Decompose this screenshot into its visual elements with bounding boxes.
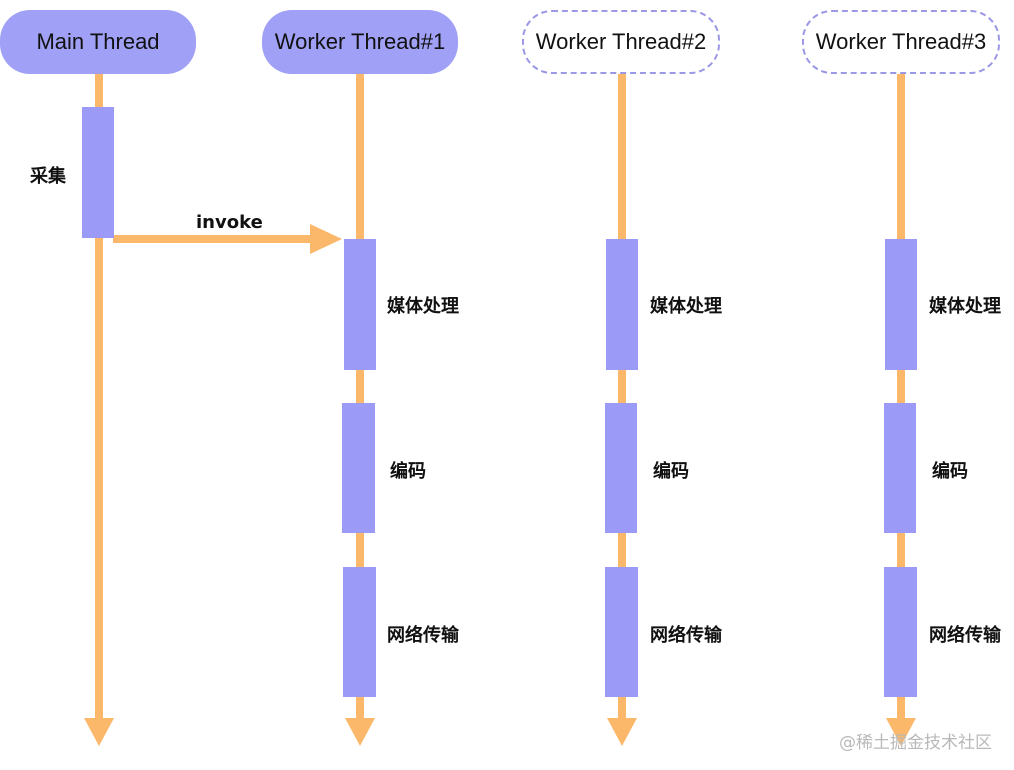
worker-thread-2-header: Worker Thread#2 xyxy=(522,10,720,74)
main-thread-header: Main Thread xyxy=(0,10,196,74)
worker-thread-1-header: Worker Thread#1 xyxy=(262,10,458,74)
worker-2-encode-block xyxy=(605,403,637,533)
worker-1-media-label: 媒体处理 xyxy=(387,296,459,317)
worker-3-media-block xyxy=(885,239,917,370)
invoke-arrow xyxy=(113,224,342,254)
worker-2-network-label: 网络传输 xyxy=(650,625,722,646)
worker-3-network-label: 网络传输 xyxy=(929,625,1001,646)
lifeline-worker-3 xyxy=(886,74,916,746)
lifeline-worker-2 xyxy=(607,74,637,746)
worker-thread-3-header: Worker Thread#3 xyxy=(802,10,1000,74)
lifeline-main xyxy=(84,74,114,746)
main-collect-block xyxy=(82,107,114,238)
worker-2-media-block xyxy=(606,239,638,370)
collect-label: 采集 xyxy=(30,166,66,187)
worker-2-encode-label: 编码 xyxy=(653,461,689,482)
worker-1-network-block xyxy=(343,567,376,697)
invoke-label: invoke xyxy=(196,212,263,233)
worker-1-network-label: 网络传输 xyxy=(387,625,459,646)
worker-3-network-block xyxy=(884,567,917,697)
worker-1-encode-block xyxy=(342,403,375,533)
lifeline-worker-1 xyxy=(345,74,375,746)
worker-2-media-label: 媒体处理 xyxy=(650,296,722,317)
worker-2-network-block xyxy=(605,567,638,697)
worker-1-encode-label: 编码 xyxy=(390,461,426,482)
watermark: @稀土掘金技术社区 xyxy=(839,733,992,753)
worker-3-encode-block xyxy=(884,403,916,533)
worker-3-encode-label: 编码 xyxy=(932,461,968,482)
worker-3-media-label: 媒体处理 xyxy=(929,296,1001,317)
worker-1-media-block xyxy=(344,239,376,370)
